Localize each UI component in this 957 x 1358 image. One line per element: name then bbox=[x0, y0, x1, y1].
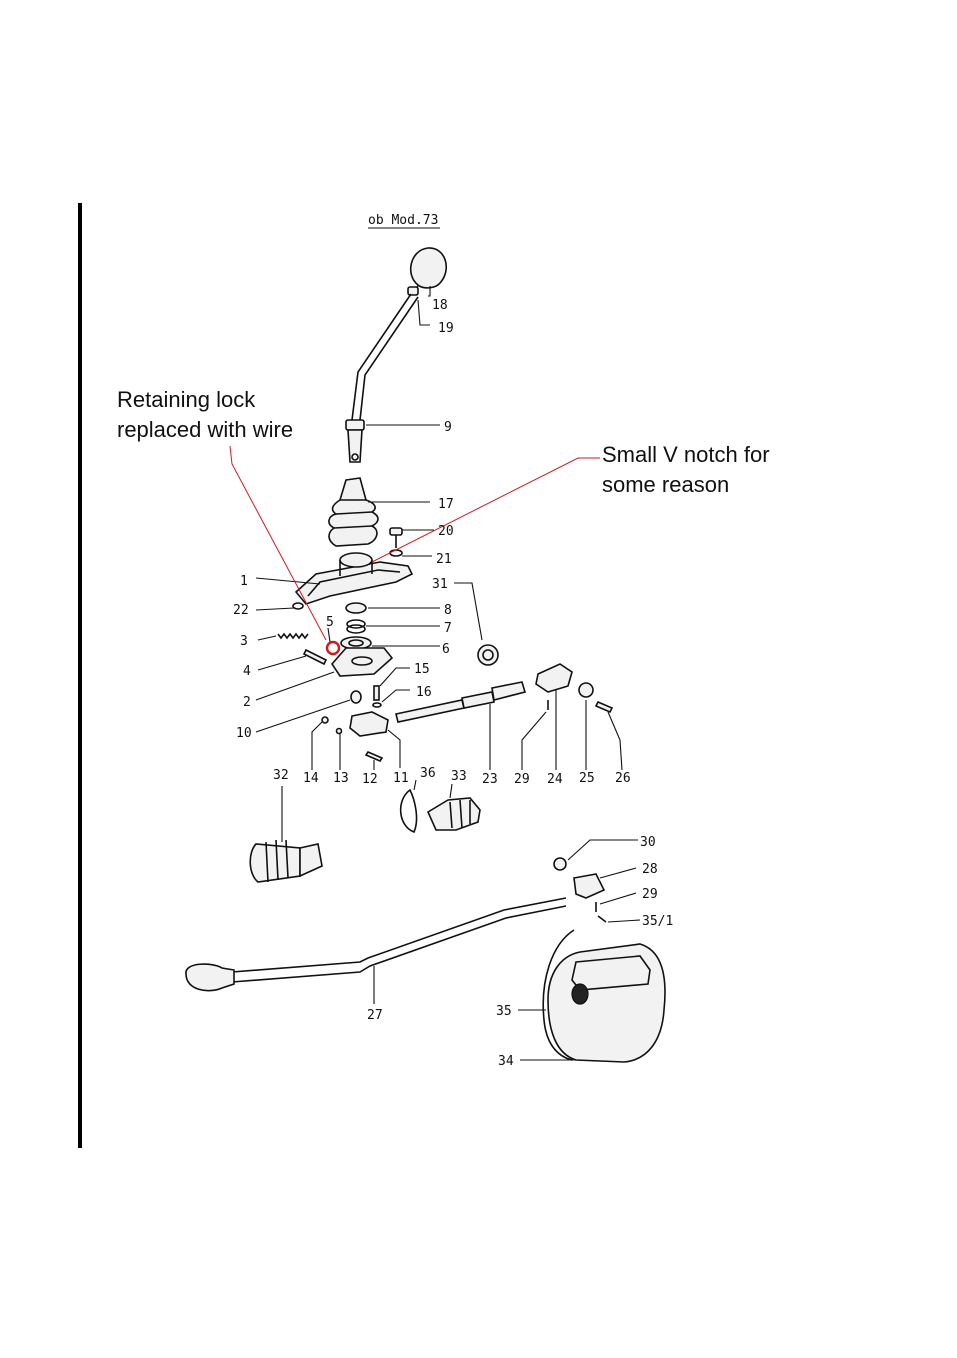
label-26: 26 bbox=[615, 771, 631, 786]
label-18: 18 bbox=[432, 298, 448, 313]
label-24: 24 bbox=[547, 772, 563, 787]
part-27-shift-rod bbox=[185, 897, 567, 992]
part-35-1-pin bbox=[597, 915, 607, 923]
part-5-retaining-lock bbox=[325, 640, 341, 656]
leader-lines bbox=[255, 286, 641, 1061]
label-19: 19 bbox=[438, 321, 454, 336]
callout-v-notch: Small V notch for some reason bbox=[602, 442, 770, 497]
part-number-labels: 18 19 9 17 20 21 1 31 22 8 5 7 3 6 4 15 … bbox=[233, 298, 673, 1069]
callout-retaining-lock: Retaining lock replaced with wire bbox=[117, 387, 293, 442]
callout-retaining-lock-line-2: replaced with wire bbox=[117, 417, 293, 442]
label-11: 11 bbox=[393, 771, 409, 786]
part-10-bushing bbox=[350, 690, 362, 704]
part-6-ring bbox=[340, 636, 372, 650]
part-23-shift-rod bbox=[395, 681, 527, 723]
part-7-spring bbox=[346, 619, 366, 634]
part-30-cap bbox=[553, 857, 567, 871]
part-15-bolt bbox=[373, 685, 380, 701]
label-33: 33 bbox=[451, 769, 467, 784]
label-7: 7 bbox=[444, 621, 452, 636]
part-17-rubber-boot bbox=[328, 477, 379, 547]
part-19-clip bbox=[407, 286, 419, 296]
label-12: 12 bbox=[362, 772, 378, 787]
label-32: 32 bbox=[273, 768, 289, 783]
part-11-coupling bbox=[349, 711, 389, 737]
margin-bar bbox=[78, 203, 82, 1148]
part-16-washer bbox=[372, 702, 382, 708]
label-30: 30 bbox=[640, 835, 656, 850]
label-5: 5 bbox=[326, 615, 334, 630]
label-16: 16 bbox=[416, 685, 432, 700]
part-24-joint bbox=[535, 663, 573, 693]
label-3: 3 bbox=[240, 634, 248, 649]
label-6: 6 bbox=[442, 642, 450, 657]
label-22: 22 bbox=[233, 603, 249, 618]
label-34: 34 bbox=[498, 1054, 514, 1069]
part-1-base-plate bbox=[294, 552, 414, 605]
label-35: 35 bbox=[496, 1004, 512, 1019]
part-14-nut bbox=[321, 716, 329, 724]
label-4: 4 bbox=[243, 664, 251, 679]
callout-retaining-lock-line-1: Retaining lock bbox=[117, 387, 256, 412]
part-28-coupler bbox=[573, 873, 606, 899]
part-12-screw bbox=[364, 751, 384, 762]
label-8: 8 bbox=[444, 603, 452, 618]
part-21-washer bbox=[389, 549, 403, 557]
label-13: 13 bbox=[333, 771, 349, 786]
v-notch-leader bbox=[371, 457, 600, 563]
part-33-gear-selector bbox=[426, 797, 481, 831]
part-32-boot bbox=[249, 839, 323, 883]
part-4-pin bbox=[302, 648, 328, 666]
part-31-bushing bbox=[477, 644, 499, 666]
label-23: 23 bbox=[482, 772, 498, 787]
label-35-1: 35/1 bbox=[642, 914, 673, 929]
callout-v-notch-line-2: some reason bbox=[602, 472, 729, 497]
part-25-bushing bbox=[578, 682, 594, 698]
label-17: 17 bbox=[438, 497, 454, 512]
part-18-shift-knob bbox=[409, 247, 448, 293]
part-9-shift-lever bbox=[345, 293, 419, 463]
label-15: 15 bbox=[414, 662, 430, 677]
label-31: 31 bbox=[432, 577, 448, 592]
label-20: 20 bbox=[438, 524, 454, 539]
part-2-guide-plate bbox=[330, 647, 394, 677]
part-26-pin bbox=[594, 700, 614, 714]
label-2: 2 bbox=[243, 695, 251, 710]
callout-v-notch-line-1: Small V notch for bbox=[602, 442, 770, 467]
label-29-upper: 29 bbox=[514, 772, 530, 787]
label-36: 36 bbox=[420, 766, 436, 781]
retaining-lock-leader bbox=[229, 445, 327, 641]
label-10: 10 bbox=[236, 726, 252, 741]
label-21: 21 bbox=[436, 552, 452, 567]
label-9: 9 bbox=[444, 420, 452, 435]
label-14: 14 bbox=[303, 771, 319, 786]
label-27: 27 bbox=[367, 1008, 383, 1023]
label-28: 28 bbox=[642, 862, 658, 877]
label-1: 1 bbox=[240, 574, 248, 589]
part-13-nut bbox=[335, 727, 343, 735]
part-20-bolt bbox=[389, 527, 403, 548]
label-25: 25 bbox=[579, 771, 595, 786]
diagram-heading: ob Mod.73 bbox=[368, 213, 438, 228]
part-8-ring bbox=[345, 602, 367, 614]
part-35-cover bbox=[542, 929, 651, 1061]
label-29-lower: 29 bbox=[642, 887, 658, 902]
part-36-clip bbox=[399, 788, 418, 834]
part-3-spring bbox=[277, 632, 309, 640]
part-22-washer bbox=[292, 602, 304, 610]
